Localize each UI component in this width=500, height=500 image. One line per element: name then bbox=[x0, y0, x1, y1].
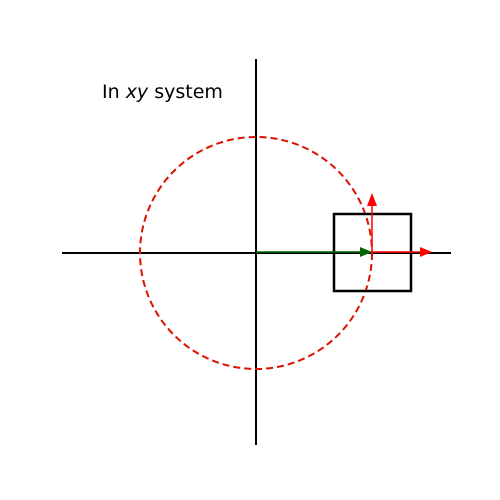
arrow-right-icon bbox=[360, 247, 372, 257]
diagram-title: In xy system bbox=[102, 81, 223, 103]
arrow-right-icon bbox=[420, 247, 432, 257]
title-prefix: In bbox=[102, 81, 126, 103]
arrow-up-icon bbox=[367, 193, 377, 206]
orbit-circle bbox=[139, 136, 373, 370]
title-suffix: system bbox=[148, 81, 223, 103]
title-variable: xy bbox=[125, 81, 149, 103]
